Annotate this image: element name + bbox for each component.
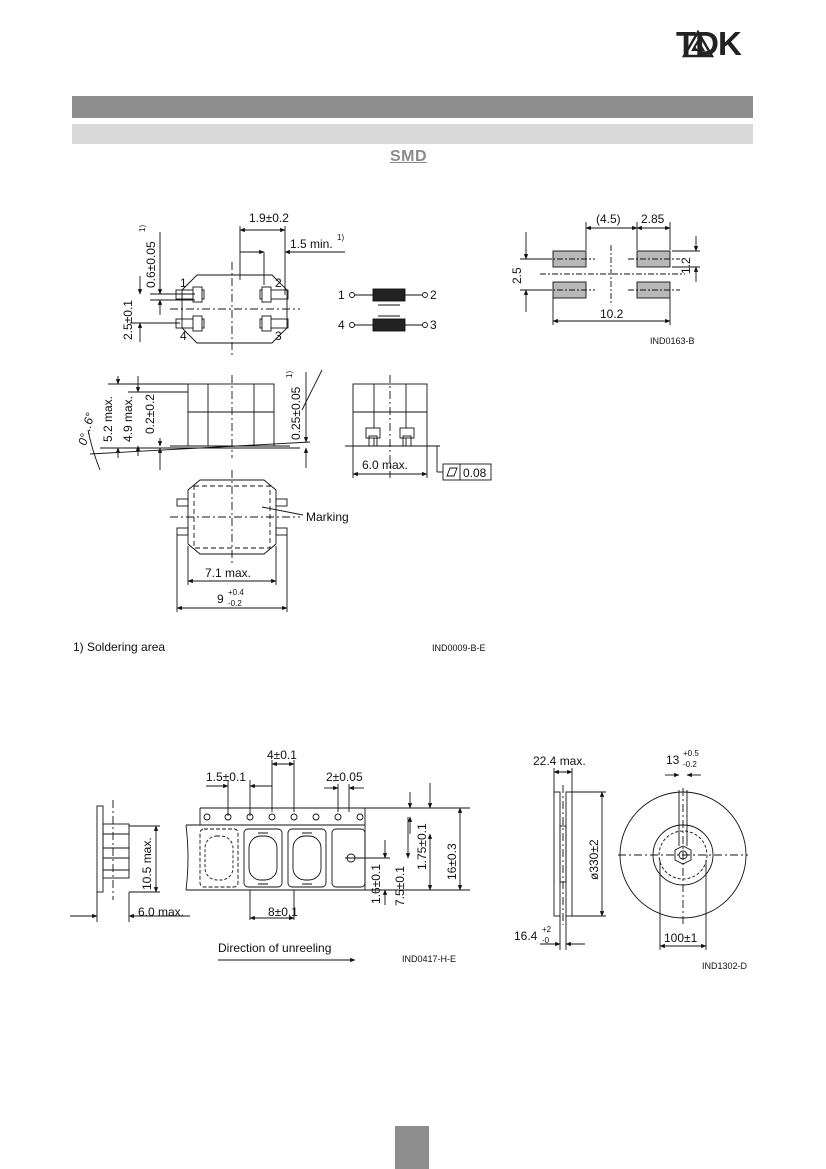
- bottom-dim-total-tol-minus: -0.2: [228, 599, 242, 608]
- dim-pad-width: 1.9±0.2: [249, 211, 289, 225]
- tdk-logo-icon: [681, 30, 715, 58]
- side-dim-angle: 0°...6°: [75, 411, 97, 447]
- side-dim-standoff: 0.2±0.2: [143, 394, 157, 434]
- dim-pitch: 2.5±0.1: [121, 300, 135, 340]
- side-dim-depth: 6.0 max.: [362, 458, 408, 472]
- top-view-outline: [170, 262, 300, 355]
- side-dim-pad-t-note: 1): [285, 371, 294, 378]
- tape-dim-hole: 1.5±0.1: [206, 770, 246, 784]
- dim-min: 1.5 min.: [290, 237, 333, 251]
- dim-pad-len-note: 1): [138, 225, 147, 232]
- side-dim-h-max: 5.2 max.: [101, 396, 115, 442]
- unreeling-direction-label: Direction of unreeling: [218, 941, 331, 955]
- schematic-pin-3: 3: [430, 318, 437, 332]
- tape-dim-p2: 2±0.05: [326, 770, 363, 784]
- land-dim-pad-h: 1.2: [679, 257, 693, 274]
- reel-dim-diameter: ø330±2: [587, 839, 601, 880]
- reel-dim-slot-tol-minus: -0.2: [683, 760, 697, 769]
- brand-name: TDK: [676, 25, 742, 62]
- land-dim-gap: (4.5): [596, 212, 621, 226]
- pin-4-label: 4: [180, 329, 187, 343]
- tape-dim-depth: 6.0 max.: [138, 905, 184, 919]
- marking-label: Marking: [306, 510, 349, 524]
- reel-drawing-code: IND1302-D: [702, 961, 748, 971]
- footnote-drawing-code: IND0009-B-E: [432, 643, 486, 653]
- reel-dim-inner-tol-minus: -0: [542, 936, 550, 945]
- reel-dim-slot-tol-plus: +0.5: [683, 749, 699, 758]
- bottom-dim-total: 9: [217, 592, 224, 606]
- reel-dim-width-max: 22.4 max.: [533, 754, 586, 768]
- schematic-pin-1: 1: [338, 288, 345, 302]
- tape-dim-edge: 1.75±0.1: [415, 823, 429, 870]
- tape-dim-f: 7.5±0.1: [393, 866, 407, 906]
- pin-1-label: 1: [180, 276, 187, 290]
- side-dim-pad-t: 0.25±0.05: [289, 386, 303, 440]
- bottom-dim-body-w: 7.1 max.: [205, 566, 251, 580]
- bottom-dim-total-tol-plus: +0.4: [228, 588, 244, 597]
- header-band-light: [72, 124, 753, 144]
- pin-3-label: 3: [275, 329, 282, 343]
- dim-pad-len: 0.6±0.05: [144, 241, 158, 288]
- section-title: SMD: [390, 148, 428, 165]
- tape-dim-hole2: 1.6±0.1: [369, 864, 383, 904]
- schematic-pin-4: 4: [338, 318, 345, 332]
- reel-dim-hub: 100±1: [664, 931, 698, 945]
- schematic-pin-2: 2: [430, 288, 437, 302]
- header-band-dark: [72, 96, 753, 118]
- dim-min-note: 1): [337, 233, 344, 242]
- tape-dim-pitch4: 4±0.1: [267, 748, 297, 762]
- pin-2-label: 2: [275, 276, 282, 290]
- reel-dim-slot: 13: [666, 753, 680, 767]
- flatness-value: 0.08: [463, 466, 487, 480]
- tape-dim-height: 10.5 max.: [140, 837, 154, 890]
- land-dim-total: 10.2: [600, 307, 624, 321]
- page-number-tab: [395, 1126, 429, 1169]
- land-dim-pad-w: 2.85: [641, 212, 665, 226]
- side-dim-body: 4.9 max.: [121, 396, 135, 442]
- reel-dim-inner-tol-plus: +2: [542, 925, 552, 934]
- tape-drawing-code: IND0417-H-E: [402, 954, 456, 964]
- tape-dim-width: 16±0.3: [445, 843, 459, 880]
- tape-dim-pitch8: 8±0.1: [268, 905, 298, 919]
- footnote-text: 1) Soldering area: [73, 640, 165, 654]
- land-drawing-code: IND0163-B: [650, 336, 695, 346]
- land-dim-pitch: 2.5: [510, 267, 524, 284]
- reel-dim-inner: 16.4: [514, 929, 538, 943]
